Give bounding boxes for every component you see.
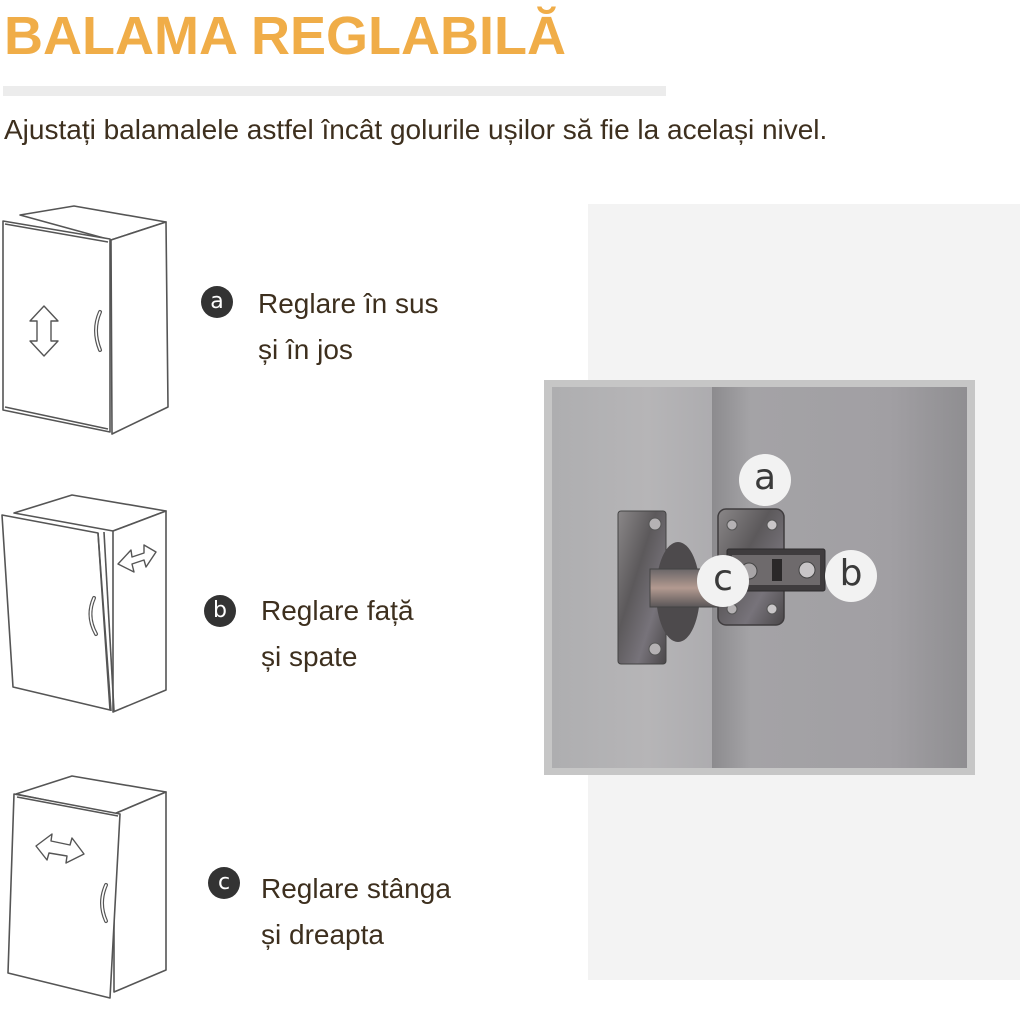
step-a-badge: a (201, 286, 233, 318)
cabinet-front-back-icon (1, 494, 167, 713)
hinge-photo: a b c (552, 387, 967, 768)
step-b-badge: b (204, 595, 236, 627)
photo-label-a: a (739, 454, 791, 506)
step-a: a Reglare în sus și în jos (0, 200, 500, 440)
photo-label-c: c (697, 555, 749, 607)
step-a-line2: și în jos (258, 334, 353, 365)
page-subtitle: Ajustați balamalele astfel încât goluril… (4, 114, 828, 145)
step-c-badge: c (208, 867, 240, 899)
cabinet-left-right-icon (7, 775, 167, 999)
page-title: BALAMA REGLABILĂ (4, 6, 566, 66)
step-c-line2: și dreapta (261, 919, 384, 950)
title-divider (3, 86, 666, 96)
step-c-line1: Reglare stânga (261, 873, 451, 904)
step-b-line1: Reglare față (261, 595, 414, 626)
step-b-line2: și spate (261, 641, 358, 672)
hinge-photo-frame: a b c (544, 380, 975, 775)
step-b: b Reglare față și spate (0, 485, 500, 725)
hinge-icon (617, 508, 826, 665)
step-a-line1: Reglare în sus (258, 288, 439, 319)
step-c: c Reglare stânga și dreapta (0, 770, 500, 1010)
cabinet-up-down-icon (2, 205, 169, 435)
photo-label-b: b (825, 550, 877, 602)
horizontal-double-arrow-icon (35, 833, 85, 864)
vertical-double-arrow-icon (29, 305, 59, 357)
diagonal-double-arrow-icon (117, 544, 157, 573)
